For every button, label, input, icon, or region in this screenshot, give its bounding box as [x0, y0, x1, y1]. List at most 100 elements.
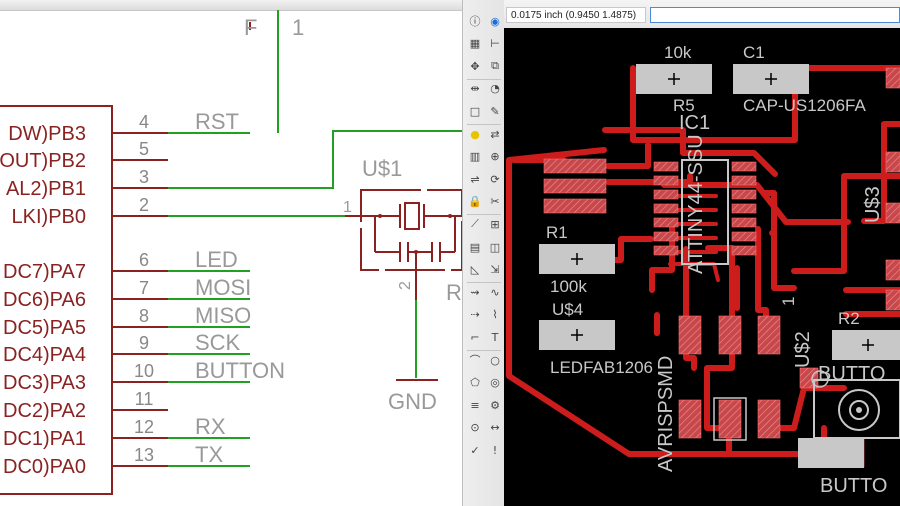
pin-name: OUT)PB2	[0, 150, 86, 172]
miter-icon[interactable]: ◺	[470, 263, 480, 277]
split-icon[interactable]: ⟋	[471, 217, 479, 231]
route-diff-icon[interactable]: ⇢	[470, 308, 480, 322]
route-icon[interactable]: ◫	[489, 240, 501, 254]
auto-icon[interactable]: ⚙	[490, 398, 500, 412]
ic-outline	[681, 159, 729, 265]
resonator-pin1: 1	[343, 199, 352, 216]
label-button-label: BUTTO	[818, 363, 885, 385]
toolbar-separator	[467, 350, 501, 351]
label-button-label2: BUTTO	[820, 475, 887, 497]
command-input[interactable]	[650, 7, 900, 23]
text-icon[interactable]: T	[491, 330, 499, 344]
top-pin-label: F	[244, 15, 257, 40]
drc-icon[interactable]: ✓	[470, 443, 480, 457]
pin-number: 8	[139, 306, 149, 326]
smd-pad	[731, 161, 757, 172]
resonator-symbol[interactable]	[345, 189, 462, 300]
net-label: RST	[195, 109, 239, 134]
change-icon[interactable]: ⇄	[490, 127, 500, 141]
dimension-icon[interactable]: ↔	[490, 421, 500, 435]
pinswap-icon[interactable]: ⇌	[470, 172, 480, 186]
pin-name: DC6)PA6	[3, 289, 86, 311]
pin-name: DC1)PA1	[3, 428, 86, 450]
label-r1-value: 100k	[550, 277, 587, 296]
via-icon[interactable]: ◎	[490, 376, 500, 390]
polygon-icon[interactable]: ⬠	[470, 376, 480, 390]
net-label: LED	[195, 247, 238, 272]
label-avr-value: AVRISPSMD	[655, 356, 677, 472]
hole-icon[interactable]: ⊙	[470, 421, 480, 435]
errors-icon[interactable]: !	[492, 443, 498, 457]
label-u2-name: U$2	[792, 331, 814, 368]
trace	[761, 190, 797, 291]
wrench-icon[interactable]: ✎	[490, 104, 500, 118]
rotate-icon[interactable]: ◔	[490, 82, 500, 96]
optimize-icon[interactable]: ⊞	[490, 217, 500, 231]
label-c1-value: CAP-US1206FA	[743, 96, 866, 115]
trace	[755, 226, 769, 331]
layers-icon[interactable]: ▦	[469, 37, 481, 51]
label-r5-name: R5	[673, 96, 695, 115]
delete-icon[interactable]: ▥	[469, 150, 481, 164]
net-label: RX	[195, 414, 226, 439]
eye-icon[interactable]: ◉	[490, 14, 500, 28]
signal-icon[interactable]: ⇝	[470, 285, 480, 299]
smd-pad	[885, 259, 900, 281]
smd-pad	[653, 245, 679, 256]
pin-name: DC3)PA3	[3, 372, 86, 394]
wire-icon[interactable]: ⌐	[470, 330, 480, 344]
net-label: MOSI	[195, 275, 251, 300]
info-icon[interactable]: ⓘ	[469, 15, 481, 28]
ripup-icon[interactable]: ⇲	[490, 263, 500, 277]
pin-number: 2	[139, 195, 149, 215]
pcb-drawing[interactable]: 10kR5C1CAP-US1206FAIC1ATTINY44-SSUR1100k…	[504, 28, 900, 506]
align-icon[interactable]: ⊢	[490, 37, 500, 51]
ratsnest-icon[interactable]: ≡	[470, 398, 480, 412]
smd-pad	[757, 399, 781, 439]
circle-icon[interactable]: ○	[490, 353, 500, 367]
replace-icon[interactable]: ⟳	[490, 172, 500, 186]
net-label: BUTTON	[195, 358, 285, 383]
trace	[506, 147, 803, 457]
label-r1-name: R1	[546, 223, 568, 242]
smd-pad	[653, 231, 679, 242]
copy-icon[interactable]: ⧉	[491, 59, 499, 73]
arc-icon[interactable]: ⌒	[469, 354, 481, 367]
paste-icon[interactable]: ▤	[469, 240, 481, 254]
smd-pad	[731, 231, 757, 242]
button-outline	[813, 379, 900, 439]
resonator-pin2: 2	[397, 281, 414, 290]
smd-pad	[731, 203, 757, 214]
part-body	[798, 438, 864, 468]
smd-pad	[718, 315, 742, 355]
trace	[602, 127, 778, 177]
add-icon[interactable]: ⊕	[490, 150, 500, 164]
pin-name: AL2)PB1	[6, 178, 86, 200]
toolbar-separator	[467, 282, 501, 284]
pin-number: 11	[135, 389, 154, 409]
meander-icon[interactable]: ⌇	[492, 308, 498, 322]
smash-icon[interactable]: ✂	[490, 195, 500, 209]
mirror-icon[interactable]: ⇹	[470, 82, 480, 96]
pin-number: 13	[134, 445, 154, 465]
pin-number: 10	[134, 361, 154, 381]
pin-number: 7	[139, 278, 149, 298]
label-r5-value: 10k	[664, 43, 692, 62]
pin-number: 9	[139, 333, 149, 353]
lock-icon[interactable]: 🔒	[468, 195, 482, 209]
silkscreen-layer	[539, 64, 900, 468]
command-toolbar: ⓘ ◉ ▦ ⊢ ✥ ⧉ ⇹ ◔ □ ✎ ● ⇄ ▥ ⊕ ⇌ ⟳ 🔒 ✂ ⟋ ⊞ ▤ ◫ ◺ ⇲ ⇝ ∿ ⇢ ⌇ ⌐ T ⌒ ○ ⬠ ◎ ≡ ⚙ ⊙ ↔ ✓!	[462, 0, 506, 506]
rect-icon[interactable]: □	[469, 104, 481, 118]
pin-name: DC5)PA5	[3, 317, 86, 339]
move-icon[interactable]: ✥	[470, 59, 480, 73]
toolbar-separator	[467, 124, 501, 125]
wave-icon[interactable]: ∿	[490, 285, 500, 299]
paint-icon[interactable]: ●	[470, 127, 480, 141]
pin-number: 5	[139, 139, 149, 159]
trace	[861, 121, 900, 224]
net-label: MISO	[195, 303, 251, 328]
